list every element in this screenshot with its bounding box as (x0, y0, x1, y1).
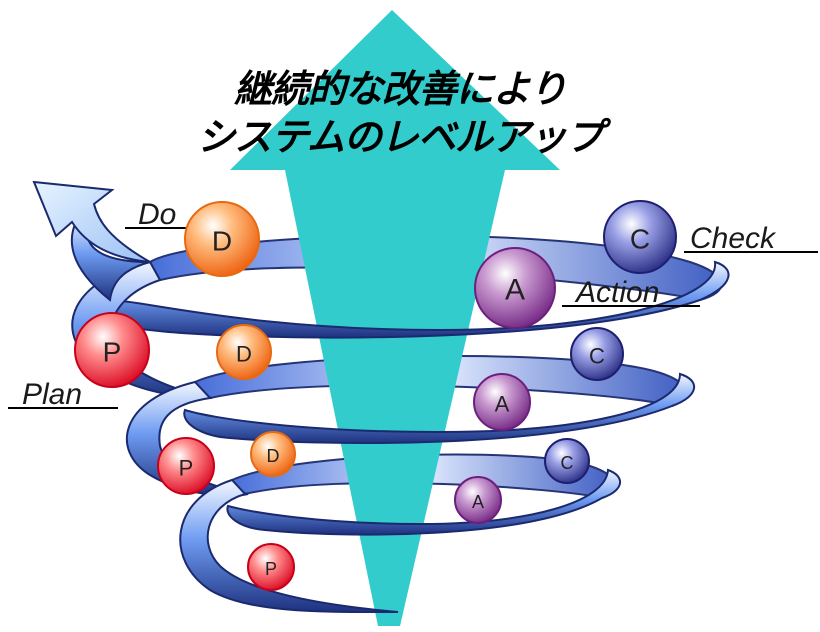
svg-text:C: C (589, 344, 605, 369)
big-upward-arrow (230, 10, 560, 626)
svg-text:A: A (472, 492, 484, 512)
label-plan-text: Plan (22, 378, 82, 411)
circle-middle-action: A (473, 373, 531, 431)
svg-text:A: A (505, 274, 525, 307)
svg-text:D: D (236, 342, 252, 367)
circle-middle-do: D (216, 324, 272, 380)
spiral-arrowhead (32, 180, 151, 263)
svg-text:P: P (265, 559, 277, 579)
label-check-text: Check (690, 222, 777, 255)
circle-bottom-check: C (544, 438, 590, 484)
circle-bottom-plan: P (247, 543, 295, 591)
circle-bottom-action: A (454, 476, 502, 524)
svg-text:P: P (103, 337, 122, 368)
spiral-front-segments (32, 180, 730, 614)
label-action: Action (562, 276, 700, 309)
circle-middle-check: C (570, 327, 624, 381)
circle-middle-plan: P (157, 437, 215, 495)
svg-text:D: D (212, 226, 232, 257)
circle-top-action: A (474, 247, 556, 329)
circle-top-do: D (184, 201, 260, 277)
label-do-text: Do (138, 198, 176, 231)
svg-text:P: P (179, 456, 194, 481)
svg-text:C: C (630, 224, 650, 255)
title-line-2: システムのレベルアップ (197, 115, 604, 159)
label-plan: Plan (8, 378, 118, 411)
svg-text:A: A (495, 392, 510, 417)
label-check: Check (684, 222, 818, 255)
circle-top-plan: P (74, 312, 150, 388)
label-do: Do (125, 198, 188, 231)
title-line-1: 継続的な改善により (233, 67, 567, 111)
svg-text:D: D (267, 446, 280, 466)
svg-text:C: C (561, 453, 574, 473)
circle-bottom-do: D (250, 431, 296, 477)
circle-top-check: C (603, 200, 677, 274)
label-action-text: Action (574, 276, 659, 309)
